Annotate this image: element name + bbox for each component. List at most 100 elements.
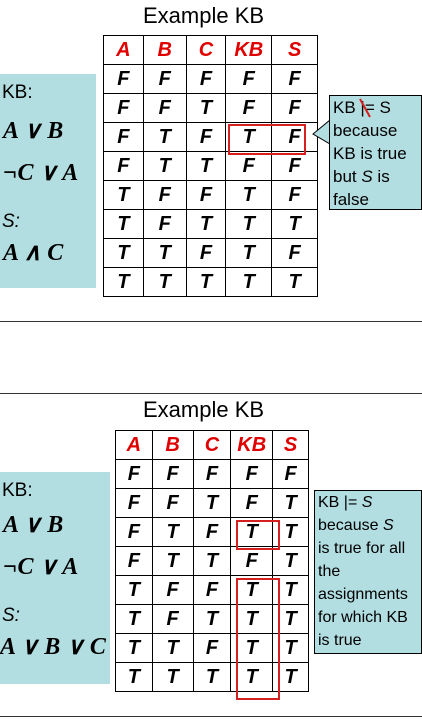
kb-formula-1: A ∨ B bbox=[3, 118, 64, 144]
cell: F bbox=[115, 517, 153, 547]
callout-text: the bbox=[318, 563, 341, 580]
cell: T bbox=[115, 604, 153, 634]
cell: F bbox=[271, 180, 318, 210]
cell: F bbox=[115, 488, 153, 518]
callout-not-entailed: KB |= S because KB is true but S is fals… bbox=[329, 95, 422, 210]
callout-text: is true bbox=[318, 632, 362, 649]
header-cell: C bbox=[185, 35, 227, 65]
header-cell: KB bbox=[230, 430, 274, 460]
cell: T bbox=[103, 209, 144, 239]
not-entails-symbol: |= bbox=[359, 98, 375, 118]
cell: T bbox=[185, 267, 227, 297]
cell: T bbox=[225, 238, 273, 268]
cell: T bbox=[142, 238, 187, 268]
kb-panel: KB: A ∨ B ¬C ∨ A S: A ∧ C bbox=[0, 74, 96, 288]
cell: T bbox=[230, 575, 274, 605]
cell: F bbox=[271, 93, 318, 123]
header-cell: S bbox=[272, 430, 309, 460]
cell: F bbox=[151, 488, 194, 518]
cell: F bbox=[151, 459, 194, 489]
header-cell: C bbox=[192, 430, 232, 460]
cell: T bbox=[271, 209, 318, 239]
callout-text: KB bbox=[333, 98, 356, 117]
cell: F bbox=[142, 180, 187, 210]
cell: T bbox=[103, 180, 144, 210]
table-header-row: A B C KB S bbox=[115, 430, 309, 460]
cell: T bbox=[230, 517, 274, 547]
cell: T bbox=[185, 93, 227, 123]
cell: T bbox=[185, 209, 227, 239]
cell: F bbox=[271, 238, 318, 268]
cell: F bbox=[192, 575, 232, 605]
cell: F bbox=[185, 122, 227, 152]
callout-entailed: KB |= S because S is true for all the as… bbox=[314, 490, 422, 654]
cell: T bbox=[272, 546, 309, 576]
cell: T bbox=[272, 575, 309, 605]
cell: T bbox=[192, 488, 232, 518]
cell: F bbox=[230, 546, 274, 576]
kb-label: KB: bbox=[2, 480, 33, 501]
callout-text: but bbox=[333, 167, 362, 186]
cell: T bbox=[225, 180, 273, 210]
cell: F bbox=[192, 633, 232, 663]
cell: T bbox=[192, 604, 232, 634]
cell: T bbox=[192, 546, 232, 576]
cell: F bbox=[142, 209, 187, 239]
cell: T bbox=[272, 662, 309, 692]
cell: F bbox=[225, 64, 273, 94]
cell: F bbox=[142, 93, 187, 123]
callout-text: is true for all bbox=[318, 540, 406, 557]
cell: T bbox=[230, 604, 274, 634]
cell: F bbox=[103, 122, 144, 152]
callout-text: S bbox=[361, 167, 373, 186]
callout-text: for which KB bbox=[318, 609, 408, 626]
kb-formula-2: ¬C ∨ A bbox=[3, 160, 79, 186]
slide-divider bbox=[0, 393, 422, 394]
kb-panel: KB: A ∨ B ¬C ∨ A S: A ∨ B ∨ C bbox=[0, 472, 110, 684]
cell: T bbox=[272, 604, 309, 634]
cell: F bbox=[103, 64, 144, 94]
s-label: S: bbox=[2, 605, 20, 626]
cell: F bbox=[271, 122, 318, 152]
header-cell: A bbox=[103, 35, 144, 65]
cell: T bbox=[225, 267, 273, 297]
cell: T bbox=[230, 633, 274, 663]
cell: T bbox=[115, 575, 153, 605]
header-cell: B bbox=[151, 430, 194, 460]
callout-text: is bbox=[372, 167, 390, 186]
cell: F bbox=[230, 488, 274, 518]
slide-divider bbox=[0, 716, 422, 717]
cell: F bbox=[185, 64, 227, 94]
cell: T bbox=[151, 546, 194, 576]
cell: F bbox=[103, 93, 144, 123]
cell: F bbox=[103, 151, 144, 181]
slide-2: Example KB KB: A ∨ B ¬C ∨ A S: A ∨ B ∨ C… bbox=[0, 394, 422, 720]
cell: F bbox=[151, 604, 194, 634]
table-header-row: A B C KB S bbox=[103, 35, 318, 65]
cell: F bbox=[272, 459, 309, 489]
cell: T bbox=[272, 517, 309, 547]
cell: T bbox=[272, 488, 309, 518]
cell: F bbox=[271, 151, 318, 181]
cell: F bbox=[115, 459, 153, 489]
cell: F bbox=[185, 238, 227, 268]
cell: F bbox=[192, 459, 232, 489]
kb-formula-2: ¬C ∨ A bbox=[3, 554, 79, 580]
cell: F bbox=[271, 64, 318, 94]
cell: T bbox=[225, 122, 273, 152]
header-cell: B bbox=[142, 35, 187, 65]
cell: T bbox=[115, 633, 153, 663]
